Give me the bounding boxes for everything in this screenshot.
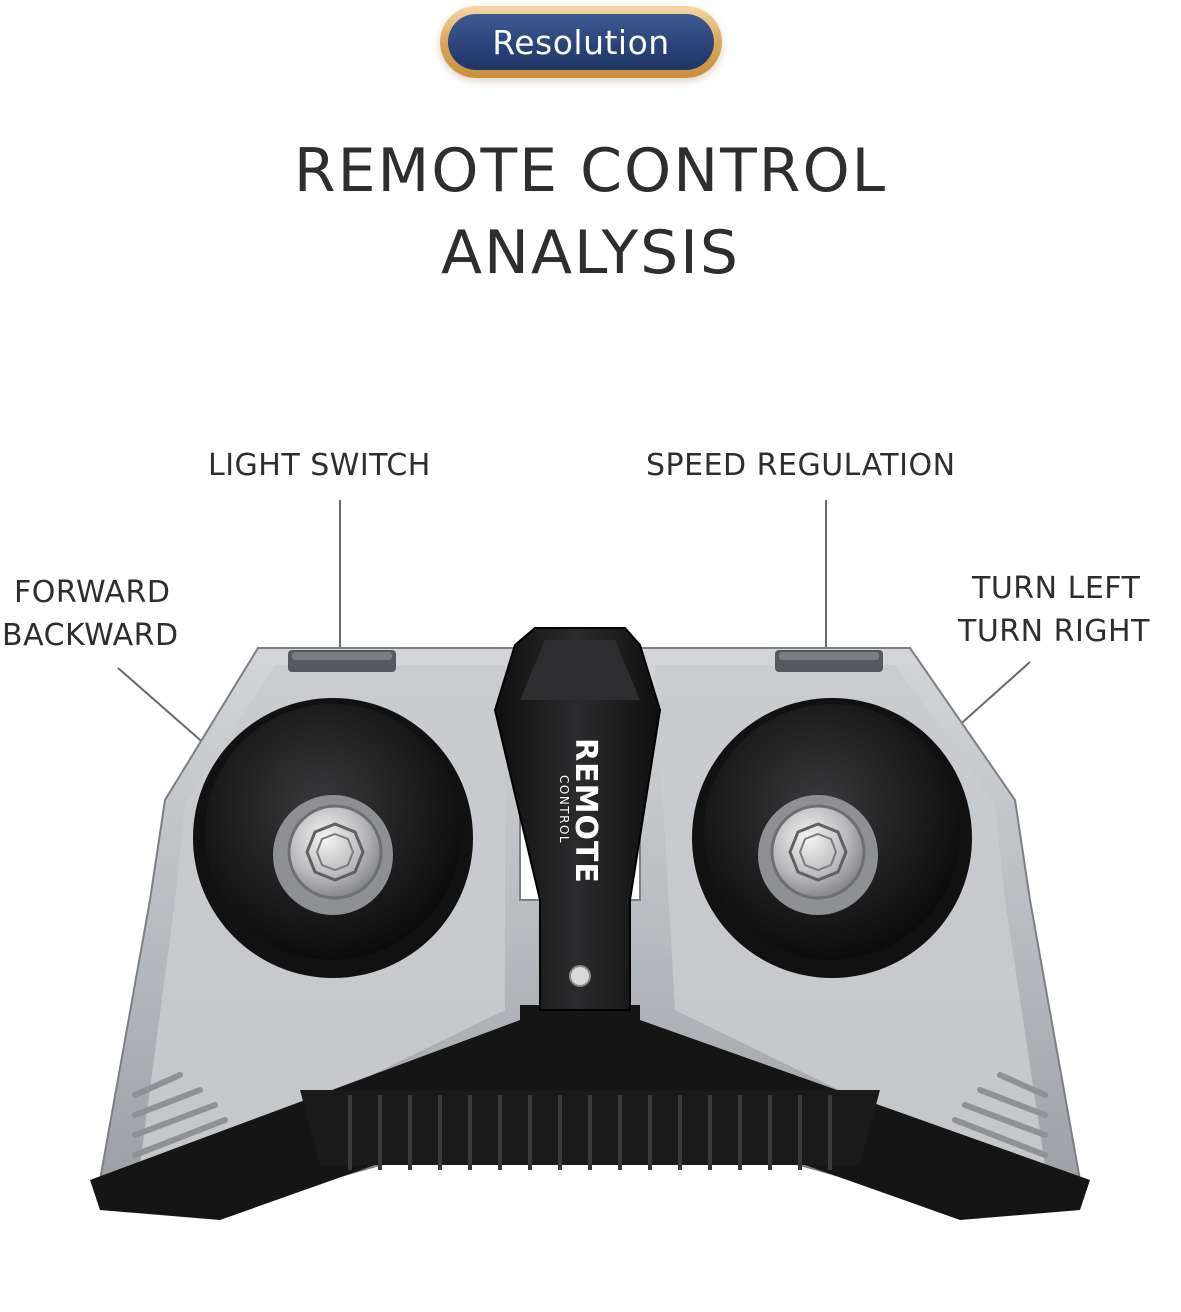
label-light-switch: LIGHT SWITCH — [208, 448, 431, 483]
page-title-line-1: REMOTE CONTROL — [293, 136, 888, 206]
resolution-badge-inner: Resolution — [448, 14, 714, 70]
label-speed-regulation: SPEED REGULATION — [646, 448, 956, 483]
power-indicator — [569, 965, 591, 987]
label-forward: FORWARD — [14, 575, 171, 610]
right-vent — [952, 1072, 1048, 1158]
left-joystick[interactable] — [193, 698, 473, 978]
controller-lower-frame — [90, 1005, 1090, 1220]
label-backward: BACKWARD — [2, 618, 179, 653]
brand-sub-text: CONTROL — [557, 775, 571, 844]
resolution-badge: Resolution — [440, 6, 722, 78]
page-title-line-2: ANALYSIS — [441, 218, 740, 288]
label-turn-left: TURN LEFT — [972, 571, 1141, 606]
right-joystick[interactable] — [692, 698, 972, 978]
resolution-badge-label: Resolution — [492, 22, 670, 62]
center-spine — [493, 627, 662, 1011]
brand-main-text: REMOTE — [568, 738, 603, 884]
left-vent — [132, 1072, 228, 1158]
grille-ribs — [348, 1095, 832, 1170]
label-turn-right: TURN RIGHT — [958, 614, 1150, 649]
